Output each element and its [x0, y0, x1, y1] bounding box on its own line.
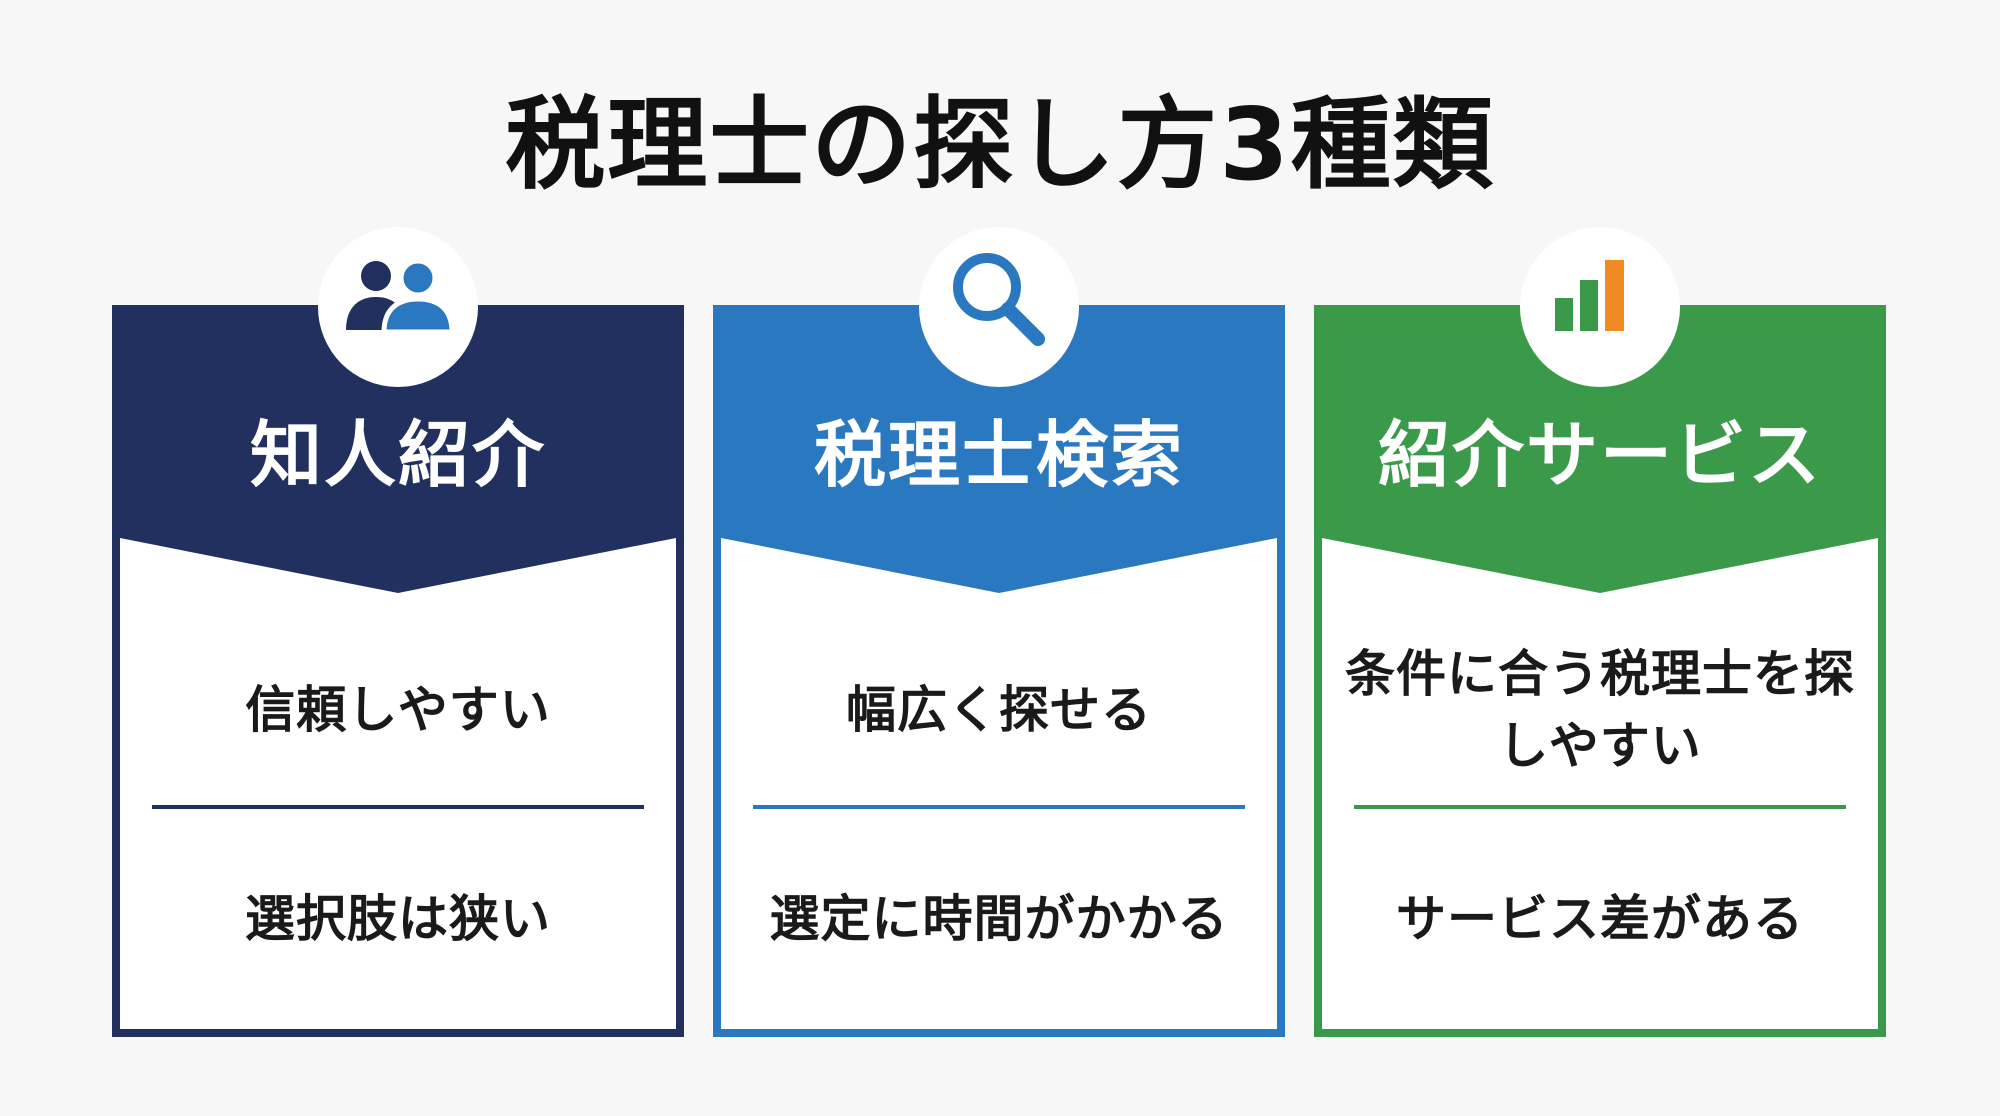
card-demerit: 選定に時間がかかる	[769, 890, 1229, 948]
card-title: 知人紹介	[249, 413, 546, 497]
card-divider	[1354, 805, 1846, 809]
icon-badge	[1520, 227, 1680, 387]
card-divider	[753, 805, 1245, 809]
card-title: 紹介サービス	[1377, 413, 1822, 497]
icon-badge	[318, 227, 478, 387]
card-title: 税理士検索	[813, 413, 1184, 497]
page-title: 税理士の探し方3種類	[505, 86, 1495, 203]
bar-chart-icon	[1555, 260, 1624, 331]
card-referral: 知人紹介 信頼しやすい 選択肢は狭い	[112, 227, 684, 1037]
icon-badge	[919, 227, 1079, 387]
card-merit: 幅広く探せる	[846, 681, 1152, 739]
card-frame	[112, 305, 684, 1037]
card-frame	[1314, 305, 1886, 1037]
search-icon	[953, 253, 1045, 346]
card-merit: 信頼しやすい	[245, 681, 551, 739]
card-frame	[713, 305, 1285, 1037]
card-demerit: 選択肢は狭い	[245, 890, 551, 948]
card-referral-service: 紹介サービス 条件に合う税理士を探しやすい サービス差がある	[1314, 227, 1886, 1037]
card-demerit: サービス差がある	[1396, 890, 1804, 948]
card-tax-accountant-search: 税理士検索 幅広く探せる 選定に時間がかかる	[713, 227, 1285, 1037]
people-icon	[346, 258, 455, 335]
card-merit: 条件に合う税理士を探しやすい	[1345, 645, 1855, 775]
card-divider	[152, 805, 644, 809]
